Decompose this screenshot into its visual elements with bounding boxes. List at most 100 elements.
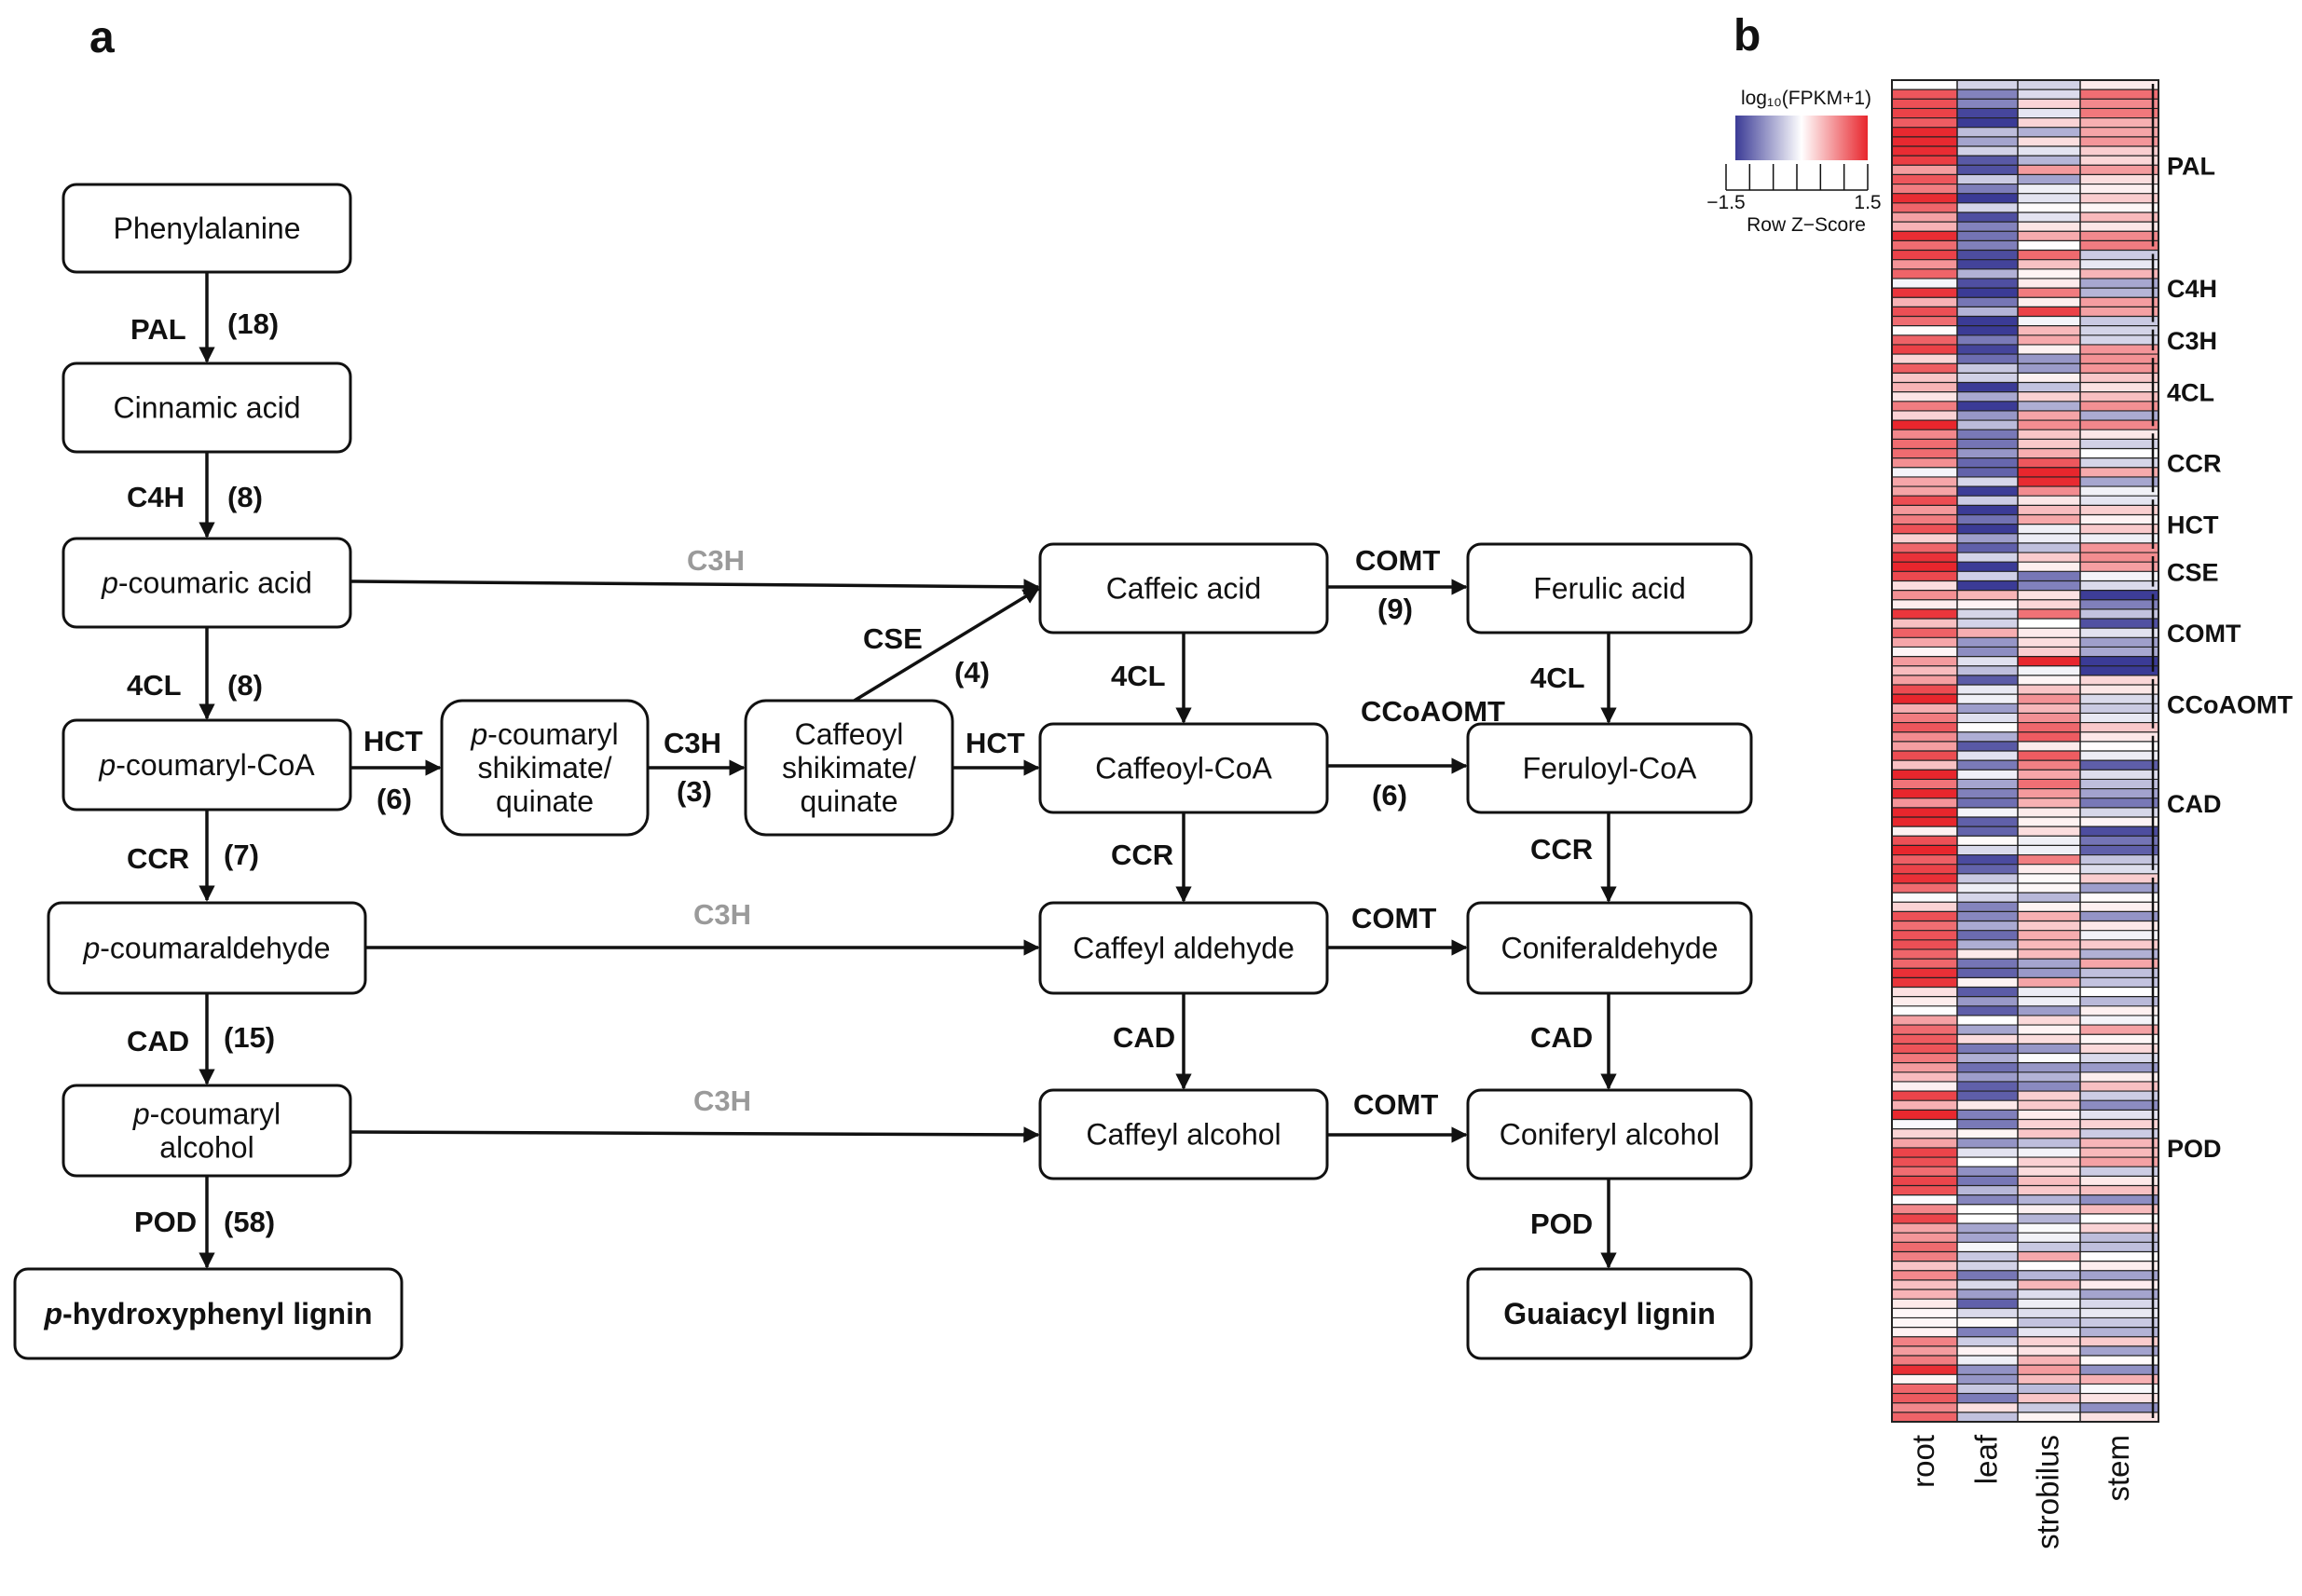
heatmap-cell [1892, 410, 1957, 421]
heatmap-cell [1957, 987, 2018, 998]
heatmap-cell [1892, 1128, 1957, 1139]
heatmap-cell [1892, 184, 1957, 195]
node-caffeyl-alcohol: Caffeyl alcohol [1038, 1088, 1329, 1180]
heatmap-cell [2018, 505, 2080, 516]
group-label-c3h: C3H [2167, 327, 2217, 355]
heatmap-cell [2080, 184, 2158, 195]
heatmap-cell [1892, 1242, 1957, 1253]
heatmap-cell [2018, 1185, 2080, 1196]
heatmap-cell [2018, 930, 2080, 941]
heatmap-cell [1892, 401, 1957, 412]
heatmap-cell [2018, 1015, 2080, 1026]
heatmap-cell [1957, 89, 2018, 100]
heatmap-cell [2018, 496, 2080, 506]
heatmap-cell [1957, 1166, 2018, 1177]
heatmap-cell [1892, 608, 1957, 620]
heatmap-cell [1892, 722, 1957, 733]
heatmap-cell [1957, 968, 2018, 978]
heatmap-cell [2080, 1147, 2158, 1158]
heatmap-cell [2018, 675, 2080, 686]
heatmap-cell [2080, 1384, 2158, 1395]
label-4cl-left-count: (8) [227, 669, 263, 702]
heatmap-cell [2018, 344, 2080, 355]
heatmap-cell [1892, 344, 1957, 355]
heatmap-cell [2080, 486, 2158, 497]
heatmap-cell [2080, 562, 2158, 572]
heatmap-cell [1892, 873, 1957, 884]
heatmap-cell [1957, 145, 2018, 157]
node-label-pca: p-coumaric acid [101, 566, 312, 600]
heatmap-cell [2080, 571, 2158, 582]
heatmap-cell [1957, 1053, 2018, 1064]
heatmap-cell [2080, 476, 2158, 487]
heatmap-cell [1892, 240, 1957, 252]
label-hct-right: HCT [966, 727, 1025, 759]
heatmap-cell [1892, 250, 1957, 261]
heatmap-cell [2018, 1270, 2080, 1281]
heatmap-cell [2080, 1356, 2158, 1366]
heatmap-cell [1892, 939, 1957, 950]
heatmap-cell [2080, 1233, 2158, 1243]
heatmap-cell [1892, 1261, 1957, 1272]
heatmap-cell [2018, 108, 2080, 119]
heatmap-cell [1957, 713, 2018, 724]
heatmap-cell [1892, 1166, 1957, 1177]
node-guaiacyl-lignin: Guaiacyl lignin [1466, 1267, 1753, 1360]
heatmap-cell [2080, 1194, 2158, 1206]
heatmap-cell [2018, 1034, 2080, 1044]
node-phenylalanine: Phenylalanine [62, 183, 352, 274]
heatmap-cell [2018, 854, 2080, 866]
node-cinnamic-acid: Cinnamic acid [62, 361, 352, 454]
heatmap-cell [2018, 1261, 2080, 1272]
heatmap-cell [1892, 930, 1957, 941]
heatmap-cell [1957, 1412, 2018, 1423]
heatmap-cell [2018, 1308, 2080, 1319]
heatmap-cell [2080, 741, 2158, 752]
heatmap-cell [2080, 457, 2158, 469]
heatmap-cell [1892, 902, 1957, 912]
heatmap-cell [2080, 496, 2158, 506]
heatmap-cell [1892, 136, 1957, 147]
heatmap-cell [2080, 977, 2158, 989]
heatmap-cell [2018, 278, 2080, 289]
heatmap-cell [2080, 647, 2158, 658]
heatmap-cell [1892, 770, 1957, 781]
heatmap-cell [1957, 117, 2018, 129]
heatmap-cell [1957, 675, 2018, 686]
heatmap-cell [2018, 514, 2080, 525]
label-4cl-right: 4CL [1530, 662, 1585, 694]
heatmap-cell [1892, 1402, 1957, 1413]
heatmap-cell [2018, 770, 2080, 781]
heatmap-cell [1957, 1374, 2018, 1385]
heatmap-cell [1957, 873, 2018, 884]
column-label-leaf: leaf [1969, 1434, 2004, 1484]
heatmap-cell [1957, 240, 2018, 252]
group-label-cad: CAD [2167, 790, 2222, 818]
heatmap-cell [1957, 1402, 2018, 1413]
heatmap-cell [1957, 1317, 2018, 1329]
heatmap-cell [2018, 1119, 2080, 1130]
heatmap-cell [1892, 1374, 1957, 1385]
heatmap-cell [1957, 996, 2018, 1007]
heatmap-cell [1892, 1308, 1957, 1319]
group-label-comt: COMT [2167, 620, 2241, 648]
heatmap-cell [1892, 259, 1957, 270]
label-ccr-mid: CCR [1111, 839, 1173, 871]
heatmap-cell [2018, 1384, 2080, 1395]
node-label-cin: Cinnamic acid [114, 391, 301, 425]
heatmap-cell [2018, 354, 2080, 364]
heatmap-cell [2018, 1194, 2080, 1206]
heatmap-cell [1957, 1025, 2018, 1035]
label-hct-left-count: (6) [377, 783, 412, 815]
heatmap-cell [2018, 1356, 2080, 1366]
heatmap-cell [2080, 807, 2158, 818]
heatmap-cell [2080, 211, 2158, 223]
heatmap-cell [1892, 779, 1957, 790]
heatmap-cell [1957, 703, 2018, 715]
heatmap-cell [1957, 486, 2018, 497]
heatmap-cell [2018, 873, 2080, 884]
heatmap-cell [2080, 344, 2158, 355]
heatmap-cell [2018, 571, 2080, 582]
